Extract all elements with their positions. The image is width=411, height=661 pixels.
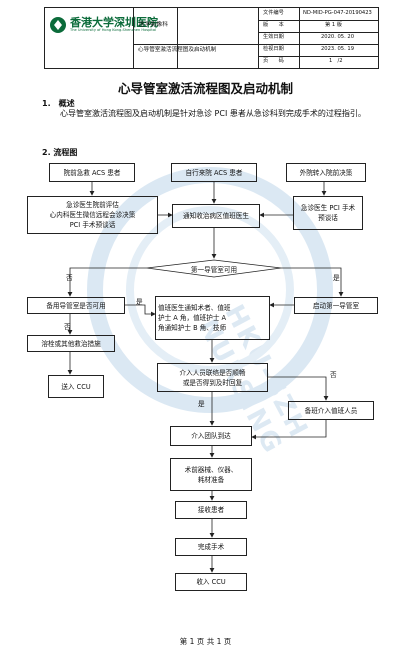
department: 医学影像科 bbox=[139, 22, 168, 28]
flow-box-notify-ward: 通知收治病区值班医生 bbox=[172, 204, 260, 228]
flow-box-start-first-cathlab: 启动第一导管室 bbox=[294, 297, 378, 314]
flow-box-thrombolysis: 溶栓或其他救治措施 bbox=[27, 335, 115, 352]
label-no: 否 bbox=[64, 323, 71, 331]
flow-box-self-arrival-acs: 自行来院 ACS 患者 bbox=[171, 163, 257, 182]
flow-box-team-arrival: 介入团队到达 bbox=[170, 426, 252, 446]
field-value: ND-MID-PG-047-20190423 bbox=[303, 10, 372, 16]
flow-box-contact-check: 介入人员联络是否顺畅 或是否得到及时回复 bbox=[157, 363, 268, 392]
flow-box-er-evaluation: 急诊医生院前评估 心内科医生微信远程会诊决策 PCI 手术预谈话 bbox=[27, 196, 158, 234]
label-yes: 是 bbox=[333, 274, 340, 282]
decision-first-cathlab: 第一导管室可用 bbox=[190, 266, 238, 274]
page-footer: 第 1 页 共 1 页 bbox=[179, 637, 232, 646]
watermark-logo bbox=[87, 167, 333, 413]
field-label: 页 码 bbox=[263, 58, 284, 64]
flow-box-prehospital-acs: 院前急救 ACS 患者 bbox=[49, 163, 135, 182]
hospital-name-cn: 香港大学深圳医院 bbox=[70, 16, 158, 29]
field-label: 文件编号 bbox=[263, 10, 284, 16]
field-value: 第 1 版 bbox=[325, 22, 342, 28]
label-yes: 是 bbox=[198, 400, 205, 408]
flow-box-equipment-prep: 术前器械、仪器、 耗材准备 bbox=[170, 458, 252, 491]
flow-box-backup-cathlab: 备用导管室是否可用 bbox=[27, 297, 125, 314]
flow-box-send-ccu: 送入 CCU bbox=[48, 375, 104, 398]
hospital-emblem-icon bbox=[50, 17, 66, 33]
doc-title-short: 心导管室激活流程图及启动机制 bbox=[138, 47, 217, 53]
field-value: 1 /2 bbox=[329, 58, 343, 64]
label-yes: 是 bbox=[136, 298, 143, 306]
hospital-logo: 香港大学深圳医院 The University of Hong Kong-She… bbox=[49, 13, 158, 39]
flow-box-receive-patient: 接收患者 bbox=[175, 501, 247, 519]
section-text: 心导管室激活流程图及启动机制是针对急诊 PCI 患者从急诊科到完成手术的过程指引… bbox=[60, 109, 366, 118]
hospital-name-en: The University of Hong Kong-Shenzhen Hos… bbox=[70, 28, 157, 32]
document-header: 香港大学深圳医院 The University of Hong Kong-She… bbox=[44, 7, 379, 69]
field-label: 生效日期 bbox=[263, 34, 284, 40]
flow-box-complete-surgery: 完成手术 bbox=[175, 538, 247, 556]
label-no: 否 bbox=[66, 274, 73, 282]
label-no: 否 bbox=[330, 371, 337, 379]
field-value: 2023. 05. 19 bbox=[321, 46, 354, 52]
flow-box-external-transfer: 外院转入院前决策 bbox=[286, 163, 366, 182]
section-heading: 1. 概述 bbox=[42, 99, 75, 108]
flow-box-backup-staff: 备班介入值班人员 bbox=[288, 401, 374, 420]
field-value: 2020. 05. 20 bbox=[321, 34, 354, 40]
field-label: 检视日期 bbox=[263, 46, 284, 52]
page-title: 心导管室激活流程图及启动机制 bbox=[117, 81, 293, 96]
section-heading: 2. 流程图 bbox=[42, 148, 78, 157]
flow-box-admit-ccu: 收入 CCU bbox=[175, 573, 247, 591]
flow-box-notify-staff: 值班医生通知术者、值班 护士 A 角，值班护士 A 角通知护士 B 角、技师 bbox=[155, 296, 270, 340]
field-label: 版 本 bbox=[263, 22, 284, 28]
flow-box-pci-talk: 急诊医生 PCI 手术 预谈话 bbox=[293, 196, 363, 230]
